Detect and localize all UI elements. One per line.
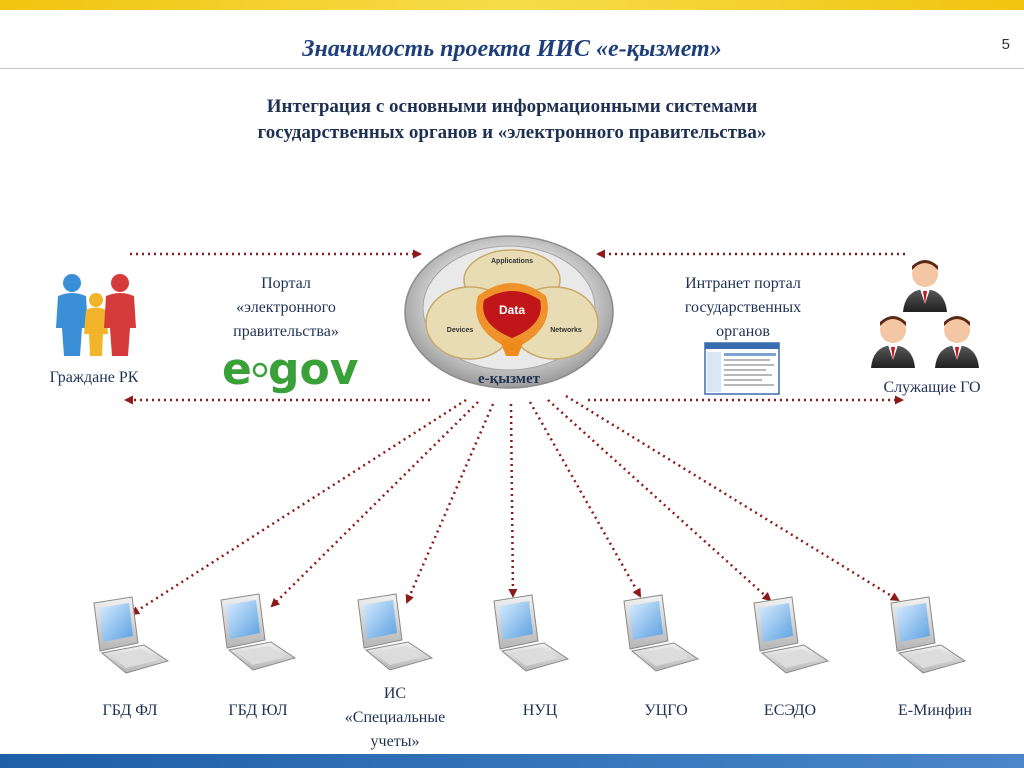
hub-segment-data: Data bbox=[499, 303, 525, 317]
intranet-portal-label-line-3: органов bbox=[716, 323, 770, 340]
system-label-special-records: ИС «Специальные учеты» bbox=[325, 682, 465, 754]
computer-icon bbox=[753, 596, 830, 674]
employees-icon bbox=[871, 260, 979, 368]
slide-title: Значимость проекта ИИС «е-қызмет» bbox=[302, 36, 722, 62]
hub-label: е-қызмет bbox=[478, 371, 541, 387]
top-accent-bar bbox=[0, 0, 1024, 10]
hub-segment-applications: Applications bbox=[491, 258, 533, 265]
hub-diagram: Applications Devices Networks Data е-қыз… bbox=[404, 235, 614, 389]
hub-segment-devices: Devices bbox=[447, 327, 474, 334]
egov-logo-text: gov bbox=[268, 344, 359, 395]
intranet-portal-label-line-1: Интранет портал bbox=[685, 275, 801, 292]
bottom-accent-bar bbox=[0, 754, 1024, 768]
arrow-system-5 bbox=[528, 401, 642, 598]
system-label-nuc: НУЦ bbox=[522, 702, 558, 719]
system-label-gbd-yul: ГБД ЮЛ bbox=[228, 702, 288, 719]
egov-portal-label-line-2: «электронного bbox=[236, 299, 336, 316]
computer-icon bbox=[493, 594, 570, 672]
computer-icon bbox=[357, 593, 434, 671]
intranet-portal-label: Интранет портал государственных органов bbox=[660, 272, 826, 344]
system-label-esedo: ЕСЭДО bbox=[763, 702, 817, 719]
hub-segment-networks: Networks bbox=[550, 327, 582, 334]
computer-icon bbox=[890, 596, 967, 674]
data-segment bbox=[483, 291, 541, 338]
arrow-system-4 bbox=[508, 403, 518, 598]
subtitle-line-2: государственных органов и «электронного … bbox=[257, 122, 767, 143]
system-label-special-records-line-3: учеты» bbox=[370, 733, 420, 750]
employees-label: Служащие ГО bbox=[883, 379, 981, 396]
egov-portal-label: Портал «электронного правительства» bbox=[216, 272, 356, 344]
computer-icon bbox=[220, 593, 297, 671]
system-label-special-records-line-1: ИС bbox=[383, 685, 407, 702]
title-divider bbox=[0, 68, 1024, 69]
intranet-portal-screenshot bbox=[704, 342, 780, 395]
computer-icon bbox=[93, 596, 170, 674]
slide-subtitle: Интеграция с основными информационными с… bbox=[112, 94, 912, 146]
arrow-system-7 bbox=[565, 394, 900, 602]
citizens-label: Граждане РК bbox=[49, 369, 139, 386]
egov-portal-label-line-3: правительства» bbox=[233, 323, 339, 340]
system-label-ucgo: УЦГО bbox=[644, 702, 688, 719]
arrow-system-3 bbox=[405, 403, 495, 604]
system-label-e-minfin: Е-Минфин bbox=[898, 702, 972, 719]
arrow-system-1 bbox=[130, 398, 467, 616]
computer-icon bbox=[623, 594, 700, 672]
page-number: 5 bbox=[1001, 36, 1010, 53]
citizens-icon bbox=[56, 274, 136, 356]
system-label-special-records-line-2: «Специальные bbox=[344, 709, 446, 726]
subtitle-line-1: Интеграция с основными информационными с… bbox=[266, 96, 758, 117]
arrow-system-2 bbox=[270, 401, 479, 608]
egov-logo: e gov bbox=[222, 344, 359, 395]
arrow-system-6 bbox=[547, 399, 772, 602]
system-label-gbd-fl: ГБД ФЛ bbox=[102, 702, 158, 719]
intranet-portal-label-line-2: государственных bbox=[684, 299, 802, 316]
egov-portal-label-line-1: Портал bbox=[261, 275, 311, 292]
svg-text:e: e bbox=[222, 344, 252, 395]
